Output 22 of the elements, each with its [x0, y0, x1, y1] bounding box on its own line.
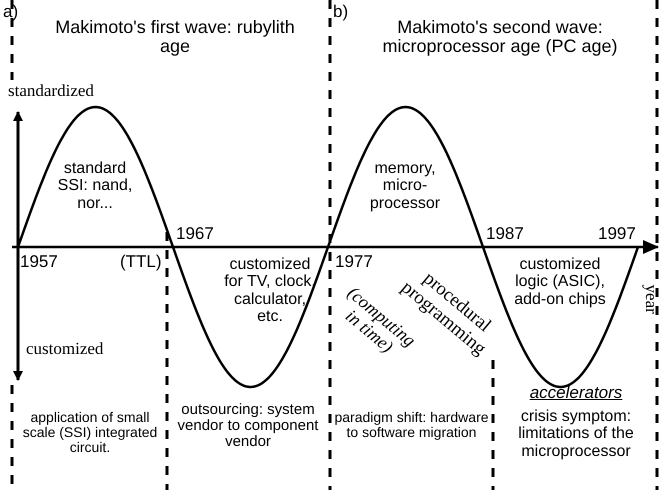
phase-label: customized logic (ASIC), add-on chips	[513, 256, 607, 308]
panel-letter: a)	[3, 3, 20, 22]
axis-label: customized	[26, 340, 104, 358]
year-label: 1957	[20, 253, 59, 272]
note-text: outsourcing: system vendor to component vendor	[176, 402, 320, 451]
phase-label: standard SSI: nand, nor...	[56, 160, 134, 212]
phase-label: memory, micro- processor	[368, 160, 442, 212]
note-text: application of small scale (SSI) integrated circuit.	[22, 410, 158, 456]
heading-text: Makimoto's first wave: rubylith age	[54, 18, 296, 57]
axis-label: year	[642, 284, 660, 316]
note-text: crisis symptom: limitations of the microprocessor	[517, 408, 635, 460]
year-label: 1977	[335, 253, 374, 272]
note-heading: accelerators	[528, 384, 624, 402]
note-text: paradigm shift: hardware to software migration	[333, 410, 490, 440]
phase-label: customized for TV, clock, calculator, etc.	[223, 256, 317, 326]
heading-text: Makimoto's second wave: microprocessor age (PC age)	[381, 18, 619, 57]
year-label: 1987	[486, 225, 525, 244]
year-label: 1997	[598, 225, 637, 244]
year-label: 1967	[176, 225, 215, 244]
panel-letter: b)	[333, 3, 350, 22]
year-label: (TTL)	[120, 253, 163, 272]
axis-label: standardized	[8, 82, 95, 100]
